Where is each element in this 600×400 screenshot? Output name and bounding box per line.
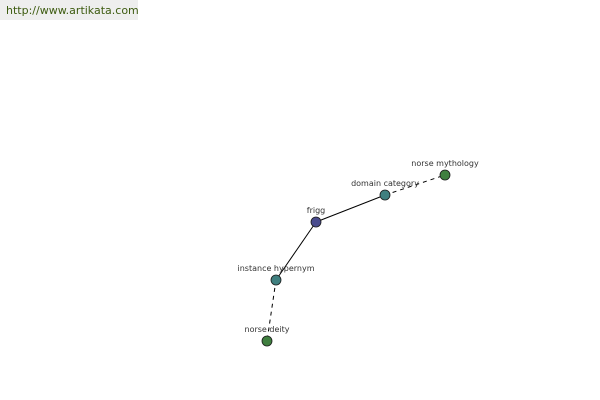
node-marker-domain-category[interactable]	[379, 189, 391, 201]
node-label-frigg: frigg	[307, 206, 325, 215]
node-marker-norse-mythology[interactable]	[439, 169, 451, 181]
nodes-layer: frigg domain category norse mythology insta…	[238, 159, 479, 347]
node-label-domain-category: domain category	[351, 179, 419, 188]
edge-frigg-to-instance-hypernym	[275, 221, 317, 281]
node-marker-instance-hypernym[interactable]	[270, 274, 282, 286]
node-norse-deity[interactable]: norse deity	[245, 325, 290, 347]
node-label-instance-hypernym: instance hypernym	[238, 264, 315, 273]
node-domain-category[interactable]: domain category	[351, 179, 419, 201]
node-marker-norse-deity[interactable]	[261, 335, 273, 347]
edge-instance-hypernym-to-norse-deity	[266, 279, 277, 342]
source-url[interactable]: http://www.artikata.com	[0, 0, 138, 20]
node-instance-hypernym[interactable]: instance hypernym	[238, 264, 315, 286]
edge-domain-category-to-norse-mythology	[384, 174, 446, 196]
node-frigg[interactable]: frigg	[307, 206, 325, 228]
node-marker-frigg[interactable]	[310, 216, 322, 228]
node-label-norse-deity: norse deity	[245, 325, 290, 334]
edges-layer	[266, 174, 446, 342]
node-norse-mythology[interactable]: norse mythology	[411, 159, 479, 181]
node-label-norse-mythology: norse mythology	[411, 159, 479, 168]
edge-frigg-to-domain-category	[315, 194, 386, 223]
